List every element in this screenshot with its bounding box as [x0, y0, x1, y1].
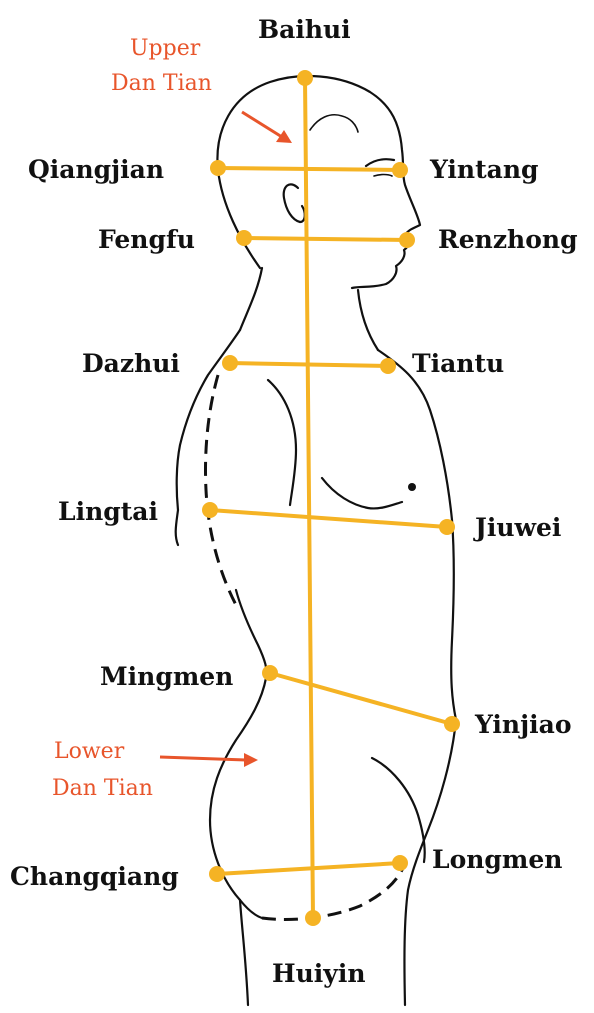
line-mingmen-yinjiao: [270, 673, 452, 724]
back-dashed-upper: [206, 375, 237, 605]
label-dazhui: Dazhui: [82, 349, 180, 378]
point-yinjiao[interactable]: [444, 716, 460, 732]
neck-front: [358, 290, 378, 350]
neck-back: [240, 268, 262, 330]
arm-front: [268, 380, 296, 505]
label-jiuwei: Jiuwei: [473, 513, 561, 542]
line-qiangjian-yintang: [218, 168, 400, 170]
line-fengfu-renzhong: [244, 238, 407, 240]
point-dazhui[interactable]: [222, 355, 238, 371]
point-renzhong[interactable]: [399, 232, 415, 248]
point-yintang[interactable]: [392, 162, 408, 178]
label-changqiang: Changqiang: [10, 862, 179, 891]
point-longmen[interactable]: [392, 855, 408, 871]
nipple-mark: [408, 483, 416, 491]
hairline: [310, 115, 358, 132]
label-qiangjian: Qiangjian: [28, 155, 164, 184]
point-qiangjian[interactable]: [210, 160, 226, 176]
point-fengfu[interactable]: [236, 230, 252, 246]
upper-dan-tian-arrow-shaft: [242, 112, 282, 137]
lower-dan-tian-label-line1: Lower: [54, 739, 125, 764]
ear: [284, 184, 305, 222]
line-changqiang-longmen: [217, 863, 400, 874]
body-outline: [176, 76, 456, 1005]
eyebrow: [366, 159, 394, 166]
point-tiantu[interactable]: [380, 358, 396, 374]
lower-dan-tian-arrowhead: [244, 753, 258, 767]
acupoint-dots: [202, 70, 460, 926]
lower-dan-tian-label-line2: Dan Tian: [52, 776, 153, 801]
point-jiuwei[interactable]: [439, 519, 455, 535]
label-tiantu: Tiantu: [412, 349, 504, 378]
upper-dan-tian-label-line2: Dan Tian: [111, 71, 212, 96]
eye: [374, 175, 392, 177]
label-renzhong: Renzhong: [438, 225, 578, 254]
point-mingmen[interactable]: [262, 665, 278, 681]
point-lingtai[interactable]: [202, 502, 218, 518]
point-huiyin[interactable]: [305, 910, 321, 926]
point-labels: Baihui Qiangjian Yintang Fengfu Renzhong…: [10, 15, 578, 988]
central-axis-line: [305, 78, 313, 918]
point-baihui[interactable]: [297, 70, 313, 86]
thigh-crease: [372, 758, 425, 862]
label-fengfu: Fengfu: [98, 225, 195, 254]
label-huiyin: Huiyin: [272, 959, 366, 988]
label-longmen: Longmen: [432, 845, 562, 874]
point-changqiang[interactable]: [209, 866, 225, 882]
lower-dan-tian-arrow-shaft: [160, 757, 246, 760]
label-baihui: Baihui: [258, 15, 351, 44]
label-yinjiao: Yinjiao: [474, 710, 572, 739]
chest-front: [378, 350, 456, 720]
lower-back: [210, 678, 266, 918]
pectoral-line: [322, 478, 402, 508]
meridian-lines: [210, 78, 452, 918]
line-dazhui-tiantu: [230, 363, 388, 366]
upper-dan-tian-label-line1: Upper: [130, 36, 201, 61]
leg-back: [240, 900, 248, 1005]
perineum-dashed: [262, 866, 404, 920]
label-yintang: Yintang: [429, 155, 538, 184]
line-lingtai-jiuwei: [210, 510, 447, 527]
label-mingmen: Mingmen: [100, 662, 233, 691]
head-outline: [217, 76, 420, 288]
label-lingtai: Lingtai: [58, 497, 158, 526]
arm-lower: [236, 590, 267, 678]
